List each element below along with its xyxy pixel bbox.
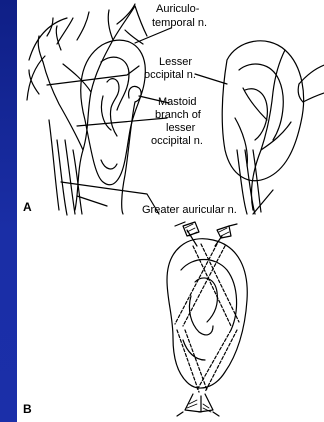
- leader-lesser-occipital-left: [47, 66, 139, 85]
- label-auriculotemporal-line1: Auriculo-: [156, 3, 199, 15]
- leader-greater-auricular-mid: [77, 196, 107, 206]
- label-greater-auricular: Greater auricular n.: [142, 204, 237, 216]
- ear-left-drawing: [27, 4, 147, 215]
- leader-lesser-occipital-right: [195, 74, 227, 84]
- label-mastoid-line4: occipital n.: [151, 135, 203, 147]
- leader-auriculotemporal: [135, 28, 171, 43]
- label-lesser-occipital-line1: Lesser: [159, 56, 192, 68]
- nerve-block-figure: Auriculo- temporal n. Lesser occipital n…: [17, 0, 324, 422]
- ear-panel-b-drawing: [167, 222, 247, 416]
- leader-greater-auricular-right: [253, 190, 273, 214]
- panel-b-letter: B: [23, 402, 32, 416]
- label-mastoid-line1: Mastoid: [158, 96, 197, 108]
- panel-a-letter: A: [23, 200, 32, 214]
- label-mastoid-line3: lesser: [166, 122, 195, 134]
- leader-mastoid-left: [77, 118, 167, 126]
- label-auriculotemporal-line2: temporal n.: [152, 17, 207, 29]
- ear-right-drawing: [222, 41, 324, 214]
- mastoid-hook: [129, 86, 141, 102]
- label-lesser-occipital-line2: occipital n.: [144, 69, 196, 81]
- label-mastoid-line2: branch of: [155, 109, 201, 121]
